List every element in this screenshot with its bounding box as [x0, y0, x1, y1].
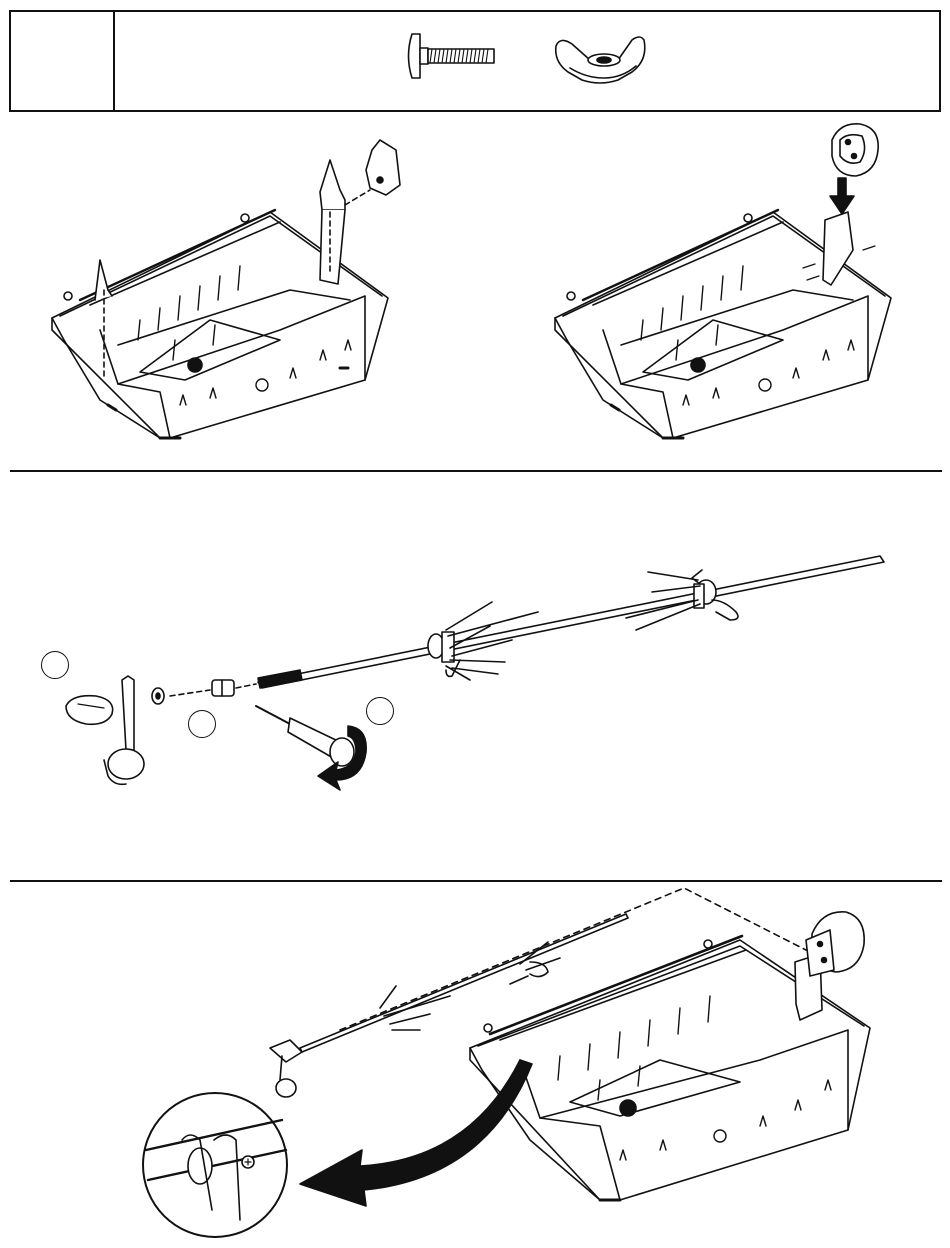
bushing-icon	[170, 680, 256, 696]
callout-circle-2	[188, 710, 216, 738]
down-arrow-icon	[830, 178, 854, 214]
step-separator-1	[10, 470, 942, 472]
spit-rod-icon	[258, 556, 884, 688]
meat-fork-icon	[428, 570, 738, 680]
screw-icon	[409, 34, 495, 78]
step-separator-2	[10, 880, 942, 882]
callout-circle-3	[366, 697, 394, 725]
handle-icon	[66, 676, 144, 784]
detail-magnifier-icon	[143, 1093, 287, 1237]
callout-circle-1	[41, 651, 69, 679]
wing-nut-icon	[556, 37, 645, 83]
washer-icon	[152, 688, 164, 704]
screwdriver-icon	[256, 706, 354, 766]
firebox-step2	[555, 210, 891, 438]
rotisserie-motor-icon	[832, 124, 878, 176]
